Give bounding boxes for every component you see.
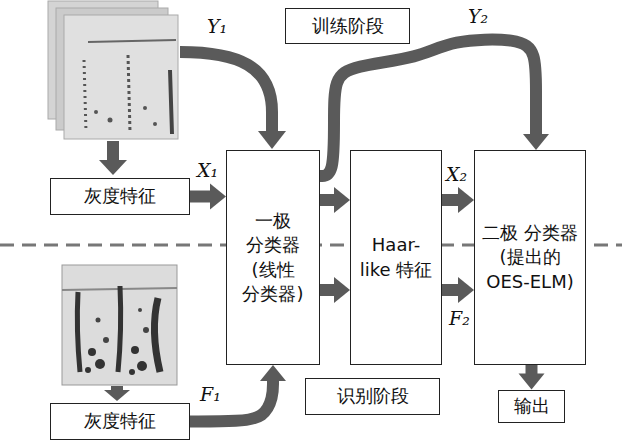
- phase-label-box: 训练阶段: [285, 8, 410, 44]
- image-crack: [128, 55, 130, 132]
- image-spot: [143, 106, 147, 110]
- box-text: 灰度特征: [84, 184, 156, 208]
- label-arrow-shaft: [180, 52, 272, 132]
- image-spot: [138, 308, 142, 312]
- arrow-shaft: [442, 284, 459, 296]
- arrow-head: [523, 134, 549, 150]
- classifier-box: 二极 分类器(提出的 OES-ELM): [474, 150, 586, 365]
- image-spot: [85, 367, 91, 373]
- image-crack: [170, 70, 172, 134]
- arrow-head: [334, 187, 350, 213]
- flow-arrow: [320, 277, 350, 303]
- image-spot: [131, 346, 139, 354]
- image-spot: [153, 122, 157, 126]
- image-spot: [96, 318, 101, 323]
- image-spot: [137, 361, 147, 371]
- classifier-box: 一极 分类器(线性 分类器): [226, 150, 320, 365]
- signal-label: F₂: [449, 308, 470, 329]
- output-box: 输出: [498, 390, 565, 423]
- arrow-shaft: [190, 380, 273, 422]
- image-spot: [108, 118, 113, 123]
- arrow-shaft: [190, 191, 211, 203]
- flow-arrow: [519, 365, 545, 390]
- image-crack: [84, 60, 86, 132]
- box-text: (线性 分类器): [233, 258, 313, 307]
- arrow-shaft: [442, 194, 459, 206]
- signal-label: X₂: [446, 164, 467, 185]
- flow-arrow: [442, 277, 474, 303]
- signal-label: Y₁: [207, 16, 227, 37]
- image-crack: [118, 286, 121, 372]
- training-images: [48, 1, 178, 139]
- phase-label-box: 识别阶段: [305, 378, 440, 415]
- box-text: 识别阶段: [337, 384, 409, 408]
- arrow-shaft: [526, 365, 538, 375]
- flow-arrow: [442, 187, 474, 213]
- signal-label: F₁: [200, 384, 221, 405]
- box-text: 二极 分类器: [482, 221, 578, 245]
- signal-label: X₁: [197, 160, 218, 181]
- box-text: 灰度特征: [84, 409, 156, 433]
- feature-box: 灰度特征: [50, 178, 190, 215]
- box-text: 一极 分类器: [233, 209, 313, 258]
- flow-arrow: [190, 365, 286, 422]
- image-crack: [154, 298, 160, 372]
- signal-label: Y₂: [468, 6, 488, 27]
- image-spot: [95, 359, 105, 369]
- image-spot: [103, 337, 109, 343]
- arrow-head: [519, 374, 545, 390]
- arrow-shaft: [320, 284, 335, 296]
- arrow-head: [260, 365, 286, 381]
- arrow-shaft: [107, 141, 119, 161]
- image-spot: [88, 348, 96, 356]
- feature-box: 灰度特征: [50, 403, 190, 440]
- flow-arrow: [190, 184, 226, 210]
- image-crack: [77, 292, 80, 372]
- flow-arrow: [320, 187, 350, 213]
- box-text: (提出的 OES-ELM): [481, 245, 579, 294]
- box-text: 训练阶段: [312, 14, 384, 38]
- arrow-head: [258, 131, 286, 149]
- box-text: 输出: [514, 394, 550, 418]
- image-sheet: [62, 265, 177, 385]
- image-crack: [88, 40, 176, 42]
- arrow-head: [99, 160, 127, 175]
- test-image: [62, 265, 177, 385]
- arrow-head: [334, 277, 350, 303]
- feature-box: Haar-like 特征: [350, 150, 442, 365]
- box-text: Haar-like 特征: [357, 233, 435, 282]
- arrow-head: [210, 184, 226, 210]
- image-spot: [129, 369, 135, 375]
- image-spot: [94, 110, 98, 114]
- image-spot: [143, 327, 149, 333]
- arrow-shaft: [320, 194, 335, 206]
- image-sheet: [64, 15, 178, 139]
- arrow-head: [104, 390, 130, 401]
- arrow-head: [458, 277, 474, 303]
- arrow-head: [458, 187, 474, 213]
